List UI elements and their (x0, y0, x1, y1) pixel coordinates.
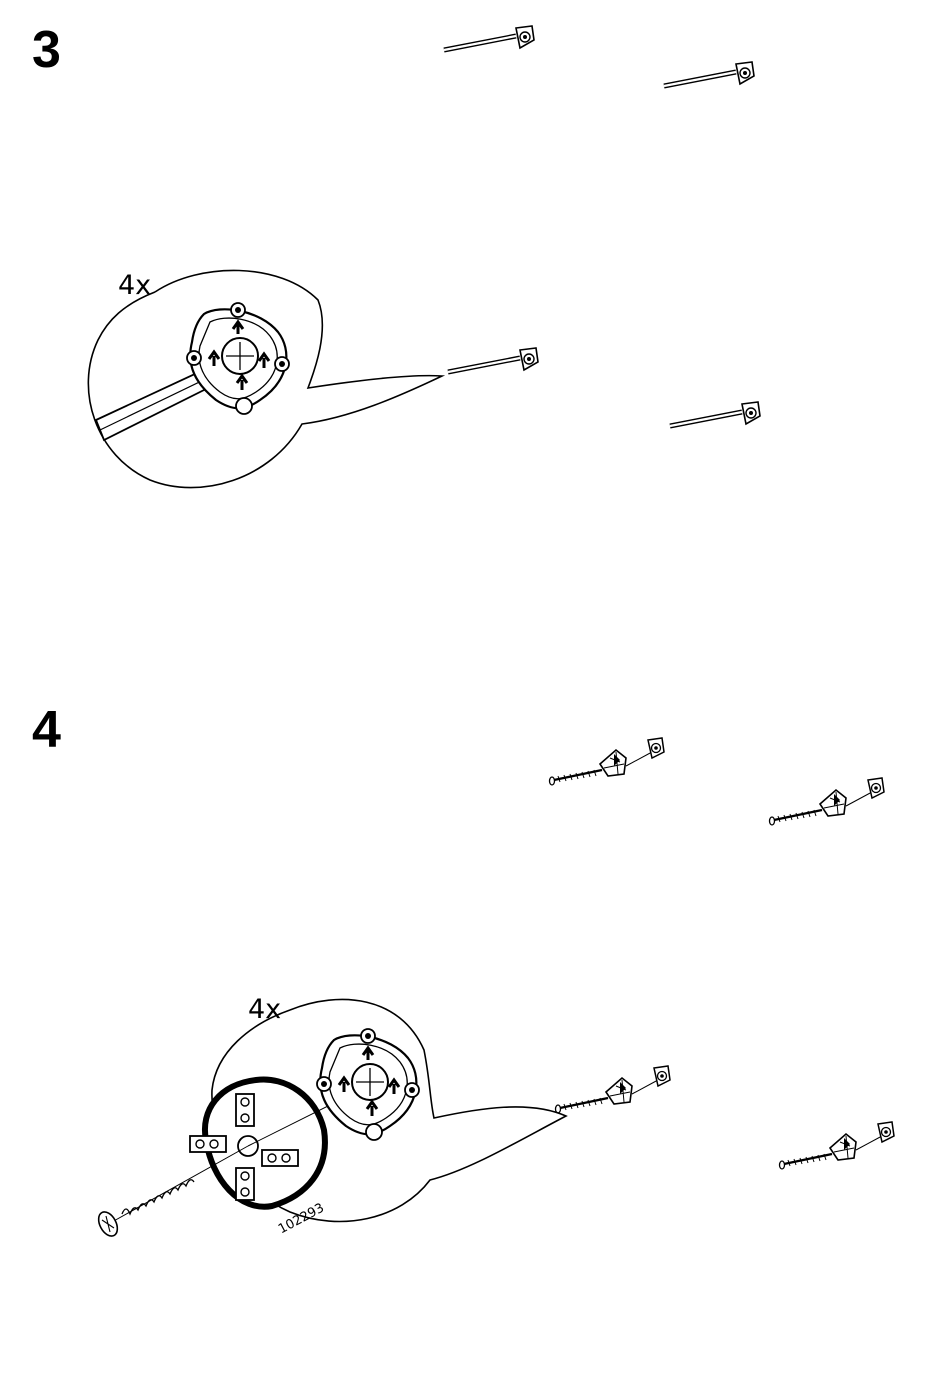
step4-callout (95, 999, 566, 1239)
step-number: 4 (32, 704, 61, 756)
step4-screw-cam-3 (556, 1066, 671, 1113)
quantity-label: 4x (248, 996, 281, 1023)
step3-key-3 (448, 348, 538, 372)
step3-key-2 (664, 62, 754, 86)
step3-key-1 (444, 26, 534, 50)
step3-callout (86, 270, 442, 487)
step3-key-4 (670, 402, 760, 426)
step-number: 3 (32, 24, 61, 76)
step4-screw-cam-1 (550, 738, 665, 785)
step4-screw-cam-4 (780, 1122, 895, 1169)
step4-screw-cam-2 (770, 778, 885, 825)
quantity-label: 4x (118, 272, 151, 299)
